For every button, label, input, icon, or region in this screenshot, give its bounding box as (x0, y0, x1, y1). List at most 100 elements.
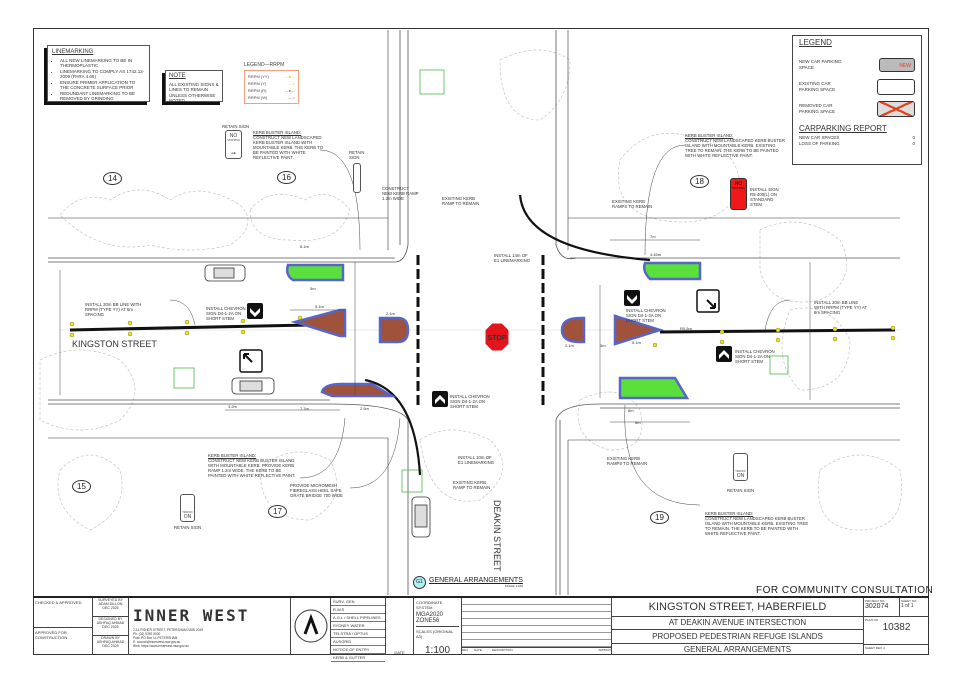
note-box: NOTE ALL EXISTING SIGNS & LINES TO REMAI… (165, 70, 223, 104)
removed-car-icon (877, 100, 915, 117)
chevron-sign-n (624, 290, 640, 306)
retain-sign-label-sw: RETAIN SIGN (174, 525, 202, 530)
existing-ramp-note-n: EXISTING KERB RAMP TO REMAIN (442, 196, 480, 206)
approval-cell: CHECKED & APPROVED APPROVED FOR CONSTRUC… (33, 598, 93, 655)
scale-value: 1:100 (424, 645, 451, 656)
parking-legend-box: LEGEND NEW CAR PARKING SPACE NEW EXISTIN… (792, 35, 922, 165)
new-car-icon: NEW (879, 57, 915, 72)
parked-cars (204, 264, 431, 538)
rrpm-item-w: RRPM (W)—○ (248, 95, 295, 100)
project-number: 302074 (865, 603, 889, 610)
title-line-1: KINGSTON STREET, HABERFIELD (612, 598, 863, 617)
kerb-buster-note-sw: KERB BUSTER ISLAND:CONSTRUCT NEW KERB BU… (208, 453, 296, 478)
project-info-cell: PROJECT NO.302074 SHEET NO.1 of 1 PLAN N… (864, 598, 929, 655)
legend-item-removed: REMOVED CAR PARKING SPACE (799, 98, 915, 120)
svg-text:3m: 3m (600, 343, 606, 348)
install-r5-note: INSTALL SIGN R5-400(L) ON STANDARD STEM (750, 187, 779, 207)
rrpm-legend: LEGEND—RRPM RRPM (YY)—●— RRPM (Y)—◖ RRPM… (244, 62, 299, 104)
rrpm-item-yy: RRPM (YY)—●— (248, 74, 295, 79)
svg-text:5.1m: 5.1m (632, 340, 642, 345)
e1-linemarking (364, 194, 651, 476)
drawing-sheet-border (33, 28, 929, 655)
island-west (290, 308, 347, 338)
council-cell: INNER WEST 2-14 FISHER STREET, PETERSHAM… (129, 598, 291, 655)
notice-dates-cell: DATE (386, 598, 414, 655)
island-nw (285, 263, 345, 282)
traffic-on-sign-se: TRAFFIC ON (733, 453, 748, 481)
retain-sign-label-n: RETAIN SIGN (349, 150, 365, 160)
existing-ramp-note-s: EXISTING KERB RAMP TO REMAIN (453, 480, 491, 490)
inner-west-logo: INNER WEST (133, 606, 250, 625)
property-boundaries (48, 30, 900, 595)
tree-number-bubble: 19 (650, 511, 669, 524)
rrpm-legend-title: LEGEND—RRPM (244, 62, 285, 68)
title-line-4: GENERAL ARRANGEMENTS (683, 645, 792, 654)
tree-number-bubble: 16 (277, 171, 296, 184)
coordinate-cell: COORDINATE SYSTEM MGA2020 ZONE56 SCALES … (414, 598, 462, 656)
note-text: ALL EXISTING SIGNS & LINES TO REMAIN UNL… (169, 81, 219, 104)
tree-number-bubble: 15 (72, 480, 91, 493)
island-east (613, 314, 665, 346)
island-ne (642, 261, 702, 281)
linemarking-item: LINEMARKING TO COMPLY AS 1742.12-2009 (P… (60, 69, 145, 80)
kerb-buster-note-ne: KERB BUSTER ISLAND:CONSTRUCT NEW LANDSCA… (685, 133, 785, 158)
legend-title: LEGEND (799, 38, 832, 47)
linemarking-box: LINEMARKING ALL NEW LINEMARKING TO BE IN… (47, 45, 150, 102)
island-se (618, 376, 690, 400)
existing-car-icon (877, 78, 915, 95)
svg-text:5.1m: 5.1m (315, 304, 325, 309)
refuge-islands (290, 308, 665, 398)
stop-sign-label: STOP (488, 335, 507, 342)
deakin-ave-sign (353, 163, 361, 193)
north-arrow-cell (291, 598, 331, 655)
linemarking-title: LINEMARKING (52, 49, 94, 55)
install-e1-note-n: INSTALL 14m OF E1 LINEMARKING (494, 253, 531, 263)
view-scale: SCALE 1:100 (504, 584, 523, 588)
no-stopping-sign-ne: NO STOPPING (730, 178, 747, 210)
svg-text:2.1m: 2.1m (386, 311, 396, 316)
kingston-street-label: KINGSTON STREET (72, 339, 157, 349)
svg-text:4.45m: 4.45m (650, 252, 662, 257)
view-id-badge: G1 (413, 576, 426, 589)
traffic-on-sign-sw: TRAFFIC ON (180, 494, 195, 522)
chevron-note-e: INSTALL CHEVRON SIGN D4-1-2A ON SHORT ST… (735, 349, 775, 364)
green-pits (173, 69, 789, 493)
title-line-3: PROPOSED PEDESTRIAN REFUGE ISLANDS (612, 630, 863, 644)
no-stopping-sign-nw: NO STOPPING ➞ (225, 130, 242, 159)
deakin-street-label: DEAKIN STREET (492, 500, 502, 572)
svg-text:3.2m: 3.2m (228, 404, 238, 409)
rrpm-item-y: RRPM (Y)—◖ (248, 81, 295, 86)
chevron-note-w: INSTALL CHEVRON SIGN D4-1-2A ON SHORT ST… (206, 306, 246, 321)
install-e1-note-s: INSTALL 10m OF E1 LINEMARKING (458, 455, 495, 465)
svg-text:5m: 5m (310, 286, 316, 291)
title-block: CHECKED & APPROVED APPROVED FOR CONSTRUC… (33, 596, 929, 662)
chevron-note-s: INSTALL CHEVRON SIGN D4-1-2A ON SHORT ST… (450, 394, 490, 409)
plan-number: 10382 (882, 622, 911, 633)
bb-line-note-e: INSTALL 20m BB LINE WITH RRPM (TYPE YY) … (814, 300, 867, 315)
retain-sign-label-se: RETAIN SIGN (727, 488, 755, 493)
drawing-title-cell: KINGSTON STREET, HABERFIELD AT DEAKIN AV… (612, 598, 864, 655)
north-arrow-icon (294, 609, 328, 643)
island-sw (320, 382, 397, 398)
kerb-buster-note-se: KERB BUSTER ISLAND:CONSTRUCT NEW LANDSCA… (705, 511, 809, 536)
leader-lines (169, 144, 791, 506)
svg-text:2.1m: 2.1m (565, 343, 575, 348)
tree-number-bubble: 17 (268, 505, 287, 518)
retain-sign-label-nw: RETAIN SIGN (222, 124, 250, 129)
legend-item-existing: EXISTING CAR PARKING SPACE (799, 76, 915, 98)
svg-text:8.1m: 8.1m (300, 244, 310, 249)
bb-centre-lines (69, 323, 896, 334)
svg-text:8m: 8m (628, 408, 634, 413)
tree-canopies (39, 49, 902, 531)
bb-line-note-w: INSTALL 20m BB LINE WITH RRPM (TYPE YY) … (85, 302, 142, 317)
island-centre-east (560, 316, 586, 344)
note-title: NOTE (169, 73, 186, 79)
kerb-buster-note-nw: KERB BUSTER ISLAND:CONSTRUCT NEW LANDSCA… (253, 130, 324, 160)
micromesh-note: PROVIDE MICROMESH FIBREGLASS HEEL SAFE G… (290, 483, 343, 498)
linemarking-item: ALL NEW LINEMARKING TO BE IN THERMOPLAST… (60, 58, 145, 69)
island-centre-west (378, 316, 410, 344)
rrpm-markers (69, 315, 896, 348)
svg-text:7.7m: 7.7m (300, 406, 310, 411)
